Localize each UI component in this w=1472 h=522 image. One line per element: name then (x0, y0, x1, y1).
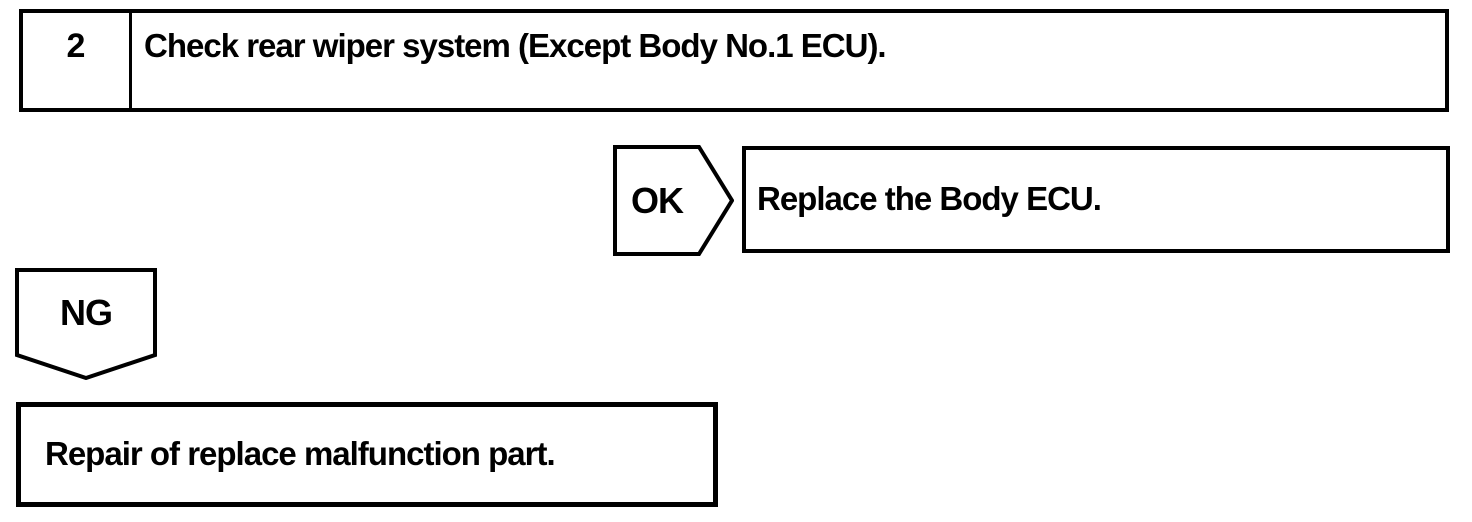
right-arrow-pentagon-icon (613, 145, 734, 256)
ok-result-box: Replace the Body ECU. (742, 146, 1450, 253)
ng-connector: NG (15, 268, 157, 380)
down-arrow-pentagon-icon (15, 268, 157, 380)
ng-result-box: Repair of replace malfunction part. (16, 402, 718, 507)
ok-label: OK (631, 179, 684, 221)
step-box: 2 Check rear wiper system (Except Body N… (19, 9, 1449, 112)
ng-label: NG (60, 291, 113, 333)
ok-result-text: Replace the Body ECU. (757, 180, 1102, 218)
ng-result-text: Repair of replace malfunction part. (45, 435, 556, 473)
step-number: 2 (23, 13, 132, 108)
ok-connector: OK (613, 145, 734, 256)
step-instruction: Check rear wiper system (Except Body No.… (144, 27, 887, 64)
